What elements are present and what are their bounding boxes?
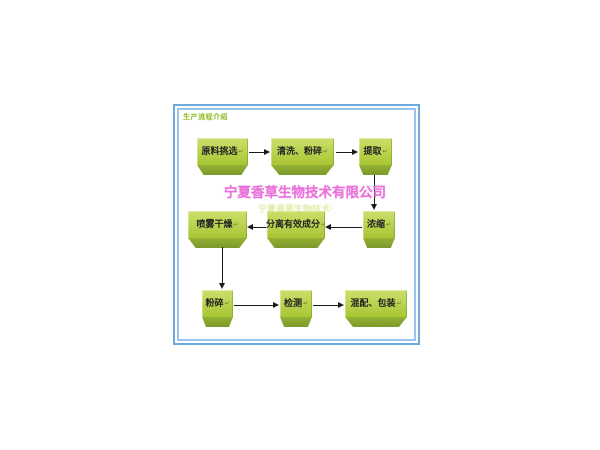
flow-node-base bbox=[267, 238, 325, 248]
flow-node-label: 检测 bbox=[283, 298, 302, 309]
flow-node-base bbox=[197, 165, 248, 175]
flow-node: 清洗、粉碎↵ bbox=[271, 138, 334, 175]
flow-arrow-line bbox=[336, 152, 352, 153]
paragraph-mark: ↵ bbox=[321, 221, 327, 228]
paragraph-mark: ↵ bbox=[302, 300, 309, 307]
flow-node: 喷雾干燥↵ bbox=[188, 211, 247, 248]
flow-node-body: 原料挑选↵ bbox=[197, 138, 248, 165]
flow-arrowhead-right bbox=[352, 149, 358, 155]
flow-arrow-line bbox=[331, 227, 362, 228]
flow-node-label: 分离有效成分 bbox=[265, 219, 320, 230]
flow-node-base bbox=[363, 238, 395, 248]
flow-node-body: 喷雾干燥↵ bbox=[188, 211, 247, 238]
flow-node-body: 粉碎↵ bbox=[202, 290, 233, 317]
flow-arrowhead-right bbox=[273, 302, 279, 308]
flow-arrowhead-right bbox=[264, 149, 270, 155]
flow-node-base bbox=[280, 317, 312, 327]
flow-arrowhead-left bbox=[325, 224, 331, 230]
flow-node-body: 混配、包装↵ bbox=[345, 290, 407, 317]
flow-node-base bbox=[188, 238, 247, 248]
flow-arrow-line bbox=[222, 247, 223, 283]
watermark-company-name: 宁夏香草生物技术有限公司 bbox=[224, 185, 386, 201]
paragraph-mark: ↵ bbox=[238, 148, 244, 155]
flow-node: 分离有效成分↵ bbox=[265, 211, 327, 248]
flow-node-body: 浓缩↵ bbox=[363, 211, 395, 238]
flow-node-body: 提取↵ bbox=[359, 138, 392, 165]
flow-node: 提取↵ bbox=[359, 138, 392, 175]
flow-node: 粉碎↵ bbox=[202, 290, 233, 327]
flow-arrow-line bbox=[249, 152, 264, 153]
paragraph-mark: ↵ bbox=[322, 148, 329, 155]
paragraph-mark: ↵ bbox=[224, 300, 230, 307]
flow-node-label: 浓缩 bbox=[366, 219, 385, 230]
flow-arrowhead-down bbox=[219, 283, 225, 289]
flow-node-label: 喷雾干燥 bbox=[196, 219, 233, 230]
flow-arrow-line bbox=[374, 175, 375, 204]
flow-node-label: 提取 bbox=[363, 146, 382, 157]
flow-node-label: 混配、包装 bbox=[350, 298, 396, 309]
flow-node-body: 分离有效成分↵ bbox=[265, 211, 327, 238]
watermark-company-name-faint: 宁夏香草生物技术有限公司 bbox=[258, 205, 332, 215]
flow-arrowhead-down bbox=[371, 204, 377, 210]
paragraph-mark: ↵ bbox=[233, 221, 239, 228]
flow-node-base bbox=[271, 165, 334, 175]
flow-node-body: 检测↵ bbox=[280, 290, 312, 317]
paragraph-mark: ↵ bbox=[382, 148, 388, 155]
flow-node: 检测↵ bbox=[280, 290, 312, 327]
flow-arrowhead-left bbox=[247, 224, 253, 230]
flow-node-label: 清洗、粉碎 bbox=[276, 146, 322, 157]
flow-arrow-line bbox=[313, 305, 338, 306]
flow-arrowhead-right bbox=[338, 302, 344, 308]
flow-node: 浓缩↵ bbox=[363, 211, 395, 248]
flow-arrow-line bbox=[234, 305, 273, 306]
paragraph-mark: ↵ bbox=[385, 221, 392, 228]
paragraph-mark: ↵ bbox=[396, 300, 402, 307]
flow-node-base bbox=[345, 317, 407, 327]
flow-node-base bbox=[359, 165, 392, 175]
flow-node-body: 清洗、粉碎↵ bbox=[271, 138, 334, 165]
flow-arrow-line bbox=[253, 227, 266, 228]
flow-node: 原料挑选↵ bbox=[197, 138, 248, 175]
panel-title: 生产流程介绍 bbox=[183, 113, 228, 121]
flow-node: 混配、包装↵ bbox=[345, 290, 407, 327]
flow-node-label: 原料挑选 bbox=[201, 146, 238, 157]
flow-node-label: 粉碎 bbox=[205, 298, 224, 309]
flow-node-base bbox=[202, 317, 233, 327]
